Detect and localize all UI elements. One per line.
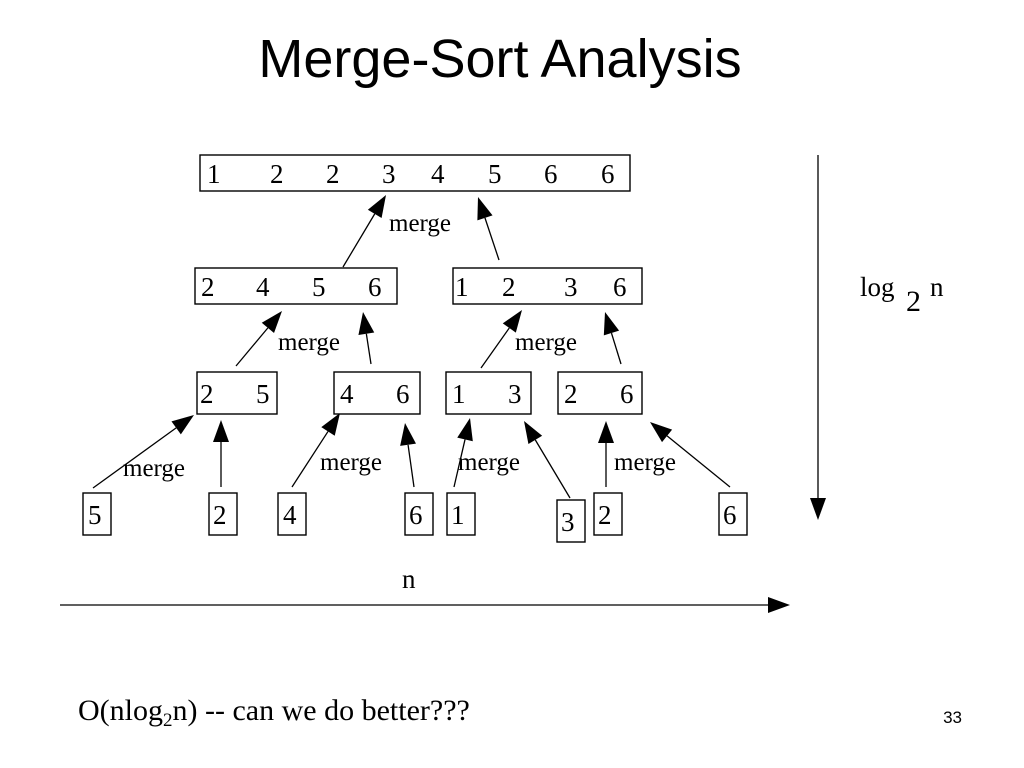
array-box-l2-a: [196, 371, 278, 415]
merge-arrow-11-line: [453, 439, 466, 488]
merge-label-2: merge: [278, 329, 340, 356]
array-box-l1-left: [194, 267, 398, 305]
array-box-leaf-2: [208, 492, 238, 536]
array-box-l2-b: [333, 371, 421, 415]
array-value-leaf-6-1: 3: [561, 507, 575, 537]
merge-arrow-1-head: [367, 195, 386, 218]
slide-title: Merge-Sort Analysis: [258, 29, 742, 89]
merge-arrow-5-line: [480, 327, 510, 369]
array-value-leaf-3-1: 4: [283, 500, 297, 530]
array-value-leaf-4-1: 6: [409, 500, 423, 530]
array-value-top-6: 5: [488, 159, 502, 189]
array-value-l2-c-1: 1: [452, 379, 466, 409]
array-value-l1-left-1: 2: [201, 272, 215, 302]
merge-arrow-10-line: [407, 444, 415, 488]
array-box-l2-d: [557, 371, 643, 415]
array-value-l2-b-1: 4: [340, 379, 354, 409]
array-value-l2-d-2: 6: [620, 379, 634, 409]
array-value-l2-d-1: 2: [564, 379, 578, 409]
array-value-leaf-2-1: 2: [213, 500, 227, 530]
array-box-leaf-4: [404, 492, 434, 536]
merge-arrow-6-line: [610, 332, 622, 365]
array-value-top-8: 6: [601, 159, 615, 189]
array-value-top-5: 4: [431, 159, 445, 189]
array-value-l2-b-2: 6: [396, 379, 410, 409]
merge-arrow-12-head: [524, 421, 543, 444]
array-value-l1-right-1: 1: [455, 272, 469, 302]
merge-arrow-12-line: [534, 439, 571, 499]
array-value-top-7: 6: [544, 159, 558, 189]
array-value-l1-left-3: 5: [312, 272, 326, 302]
array-box-top: [199, 154, 631, 192]
merge-arrow-6-head: [603, 312, 620, 336]
array-value-leaf-1-1: 5: [88, 500, 102, 530]
merge-arrow-7-line: [92, 427, 177, 489]
depth-label-variable: n: [930, 272, 944, 302]
merge-arrow-4-head: [358, 312, 375, 335]
array-value-leaf-7-1: 2: [598, 500, 612, 530]
width-label: n: [402, 564, 416, 594]
merge-label-4: merge: [123, 455, 185, 482]
complexity-prefix: O(nlog: [78, 694, 163, 727]
array-value-leaf-8-1: 6: [723, 500, 737, 530]
array-value-l1-right-3: 3: [564, 272, 578, 302]
depth-label-log: log: [860, 272, 895, 302]
array-value-top-4: 3: [382, 159, 396, 189]
array-box-leaf-3: [277, 492, 307, 536]
array-value-leaf-5-1: 1: [451, 500, 465, 530]
array-box-leaf-6: [556, 499, 586, 543]
depth-label-subscript: 2: [906, 285, 921, 318]
merge-arrow-14-head: [650, 422, 673, 443]
array-value-top-1: 1: [207, 159, 221, 189]
merge-arrow-11-head: [457, 418, 473, 442]
array-value-l2-c-2: 3: [508, 379, 522, 409]
array-value-l1-right-2: 2: [502, 272, 516, 302]
width-arrow-head: [768, 597, 790, 613]
array-value-l2-a-2: 5: [256, 379, 270, 409]
array-value-top-3: 2: [326, 159, 340, 189]
merge-label-6: merge: [458, 449, 520, 476]
array-box-l1-right: [452, 267, 643, 305]
merge-arrow-8-head: [213, 420, 229, 442]
array-box-leaf-7: [593, 492, 623, 536]
merge-arrow-4-line: [365, 333, 372, 365]
merge-arrow-2-head: [477, 197, 493, 221]
merge-arrow-13-head: [598, 421, 614, 443]
merge-arrow-3-line: [235, 327, 269, 367]
complexity-suffix: n) -- can we do better???: [172, 694, 470, 727]
array-box-leaf-8: [718, 492, 748, 536]
array-value-l1-left-2: 4: [256, 272, 270, 302]
merge-arrow-2-line: [484, 217, 500, 261]
array-box-leaf-1: [82, 492, 112, 536]
merge-arrow-7-head: [171, 415, 194, 435]
array-box-leaf-5: [446, 492, 476, 536]
merge-arrow-14-line: [666, 435, 731, 488]
merge-arrow-5-head: [502, 310, 522, 333]
merge-arrow-10-head: [400, 423, 416, 446]
merge-arrow-1-line: [342, 213, 376, 268]
array-value-l1-left-4: 6: [368, 272, 382, 302]
array-value-top-2: 2: [270, 159, 284, 189]
slide-number: 33: [943, 708, 962, 727]
merge-label-3: merge: [515, 329, 577, 356]
array-value-l2-a-1: 2: [200, 379, 214, 409]
merge-label-7: merge: [614, 449, 676, 476]
complexity-note: O(nlog2n) -- can we do better???: [78, 694, 470, 731]
depth-arrow-head: [810, 498, 826, 520]
merge-label-1: merge: [389, 210, 451, 237]
merge-arrow-9-head: [321, 413, 340, 436]
array-box-l2-c: [445, 371, 532, 415]
merge-arrow-3-head: [261, 311, 282, 334]
merge-arrow-9-line: [291, 431, 329, 488]
complexity-subscript: 2: [163, 710, 173, 731]
merge-label-5: merge: [320, 449, 382, 476]
array-value-l1-right-4: 6: [613, 272, 627, 302]
